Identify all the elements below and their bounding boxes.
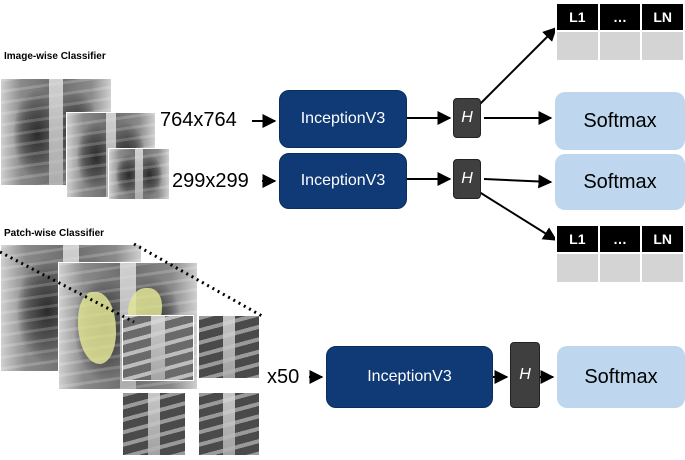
table-header-first: L1 xyxy=(555,224,600,254)
inceptionv3-block-299: InceptionV3 xyxy=(279,153,407,209)
head-block-764: H xyxy=(453,98,481,138)
table-cell xyxy=(597,30,643,62)
label-table-bottom: L1 … LN xyxy=(555,224,685,284)
table-header-ellipsis: … xyxy=(597,224,643,254)
table-cell xyxy=(597,252,643,284)
patch-tile-3 xyxy=(198,392,260,456)
inceptionv3-block-patch: InceptionV3 xyxy=(326,346,493,408)
input-size-299: 299x299 xyxy=(172,170,249,192)
softmax-block-299: Softmax xyxy=(555,154,685,210)
patch-count-label: x50 xyxy=(267,366,300,388)
table-header-first: L1 xyxy=(555,2,600,32)
table-header-ellipsis: … xyxy=(597,2,643,32)
patch-tile-2 xyxy=(122,392,186,456)
table-cell xyxy=(640,252,685,284)
head-block-299: H xyxy=(453,159,481,199)
chest-xray-image-small xyxy=(108,148,170,200)
patch-wise-title: Patch-wise Classifier xyxy=(4,228,105,239)
inceptionv3-block-764: InceptionV3 xyxy=(279,90,407,148)
label-table-top: L1 … LN xyxy=(555,2,685,62)
table-header-last: LN xyxy=(640,2,685,32)
softmax-block-patch: Softmax xyxy=(557,346,685,408)
zoom-line-upper xyxy=(133,242,263,318)
patch-tile-1 xyxy=(198,315,260,379)
zoomed-patch xyxy=(122,315,194,381)
arrow-head-to-table-2 xyxy=(475,189,558,241)
arrow-head-to-table-1 xyxy=(475,27,557,109)
head-block-patch: H xyxy=(510,342,540,408)
table-cell xyxy=(640,30,685,62)
input-size-764: 764x764 xyxy=(160,109,237,131)
image-wise-title: Image-wise Classifier xyxy=(4,51,106,62)
table-header-last: LN xyxy=(640,224,685,254)
table-cell xyxy=(555,30,600,62)
left-lung-mask xyxy=(78,292,116,364)
table-cell xyxy=(555,252,600,284)
arrow-head-to-softmax-2 xyxy=(483,174,553,189)
zoom-line-lower xyxy=(0,250,135,324)
softmax-block-764: Softmax xyxy=(555,92,685,150)
